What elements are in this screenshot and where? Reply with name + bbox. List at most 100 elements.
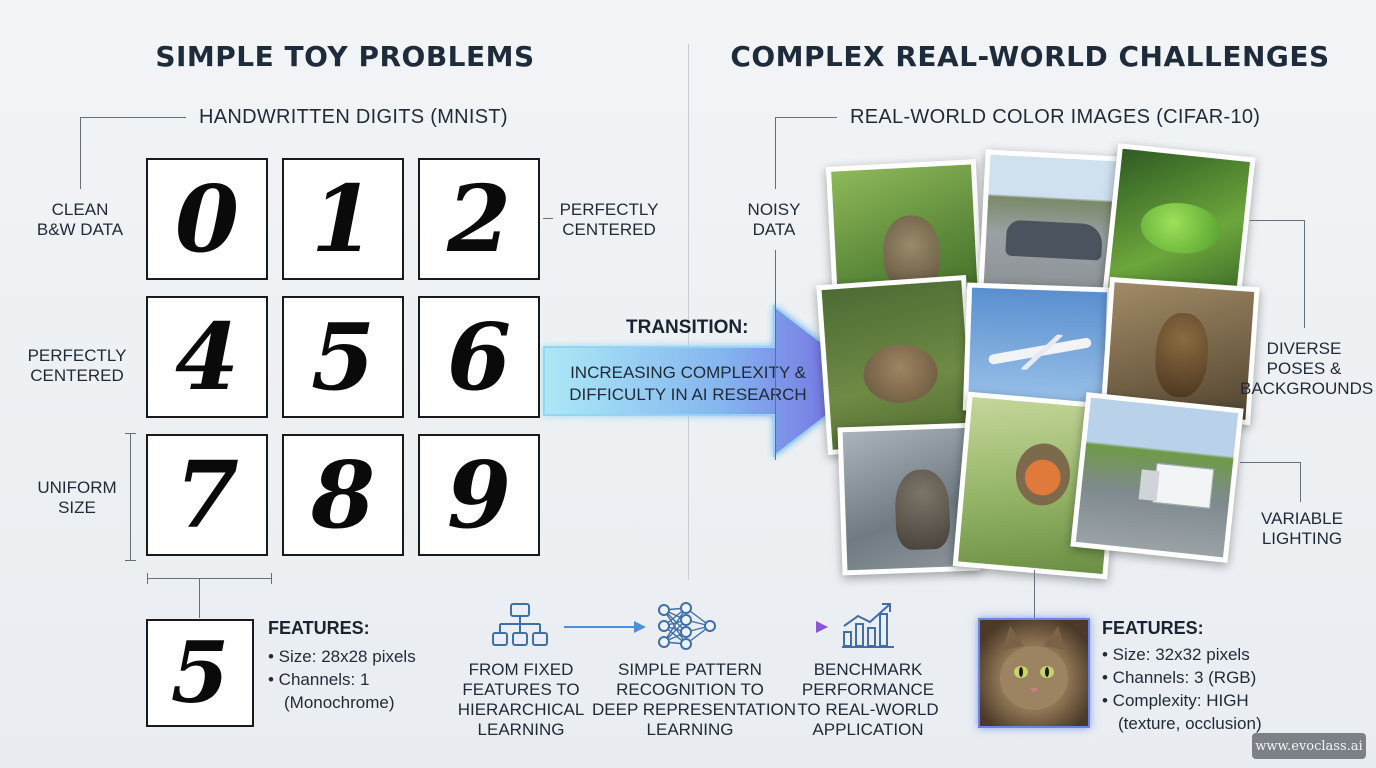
step-line: FEATURES TO	[462, 680, 580, 699]
leader-line	[199, 578, 200, 618]
feature-size: • Size: 32x32 pixels	[1102, 645, 1250, 664]
label-line: PERFECTLY	[27, 346, 127, 365]
step-line: PERFORMANCE	[801, 680, 935, 699]
label-line: CENTERED	[30, 366, 124, 385]
bar-chart-growth-icon	[842, 603, 894, 648]
size-bracket-vertical	[130, 433, 131, 560]
label-line: DIVERSE	[1266, 339, 1342, 358]
label-line: LIGHTING	[1261, 529, 1343, 548]
digit-glyph: 5	[170, 623, 230, 722]
label-line: POSES &	[1266, 359, 1342, 378]
left-features: FEATURES: • Size: 28x28 pixels • Channel…	[268, 618, 416, 714]
label-line: PERFECTLY	[559, 200, 659, 219]
step-line: BENCHMARK	[813, 660, 923, 679]
digit-tile: 6	[418, 296, 540, 418]
label-perfectly-centered-left: PERFECTLY CENTERED	[22, 346, 132, 386]
feature-channels: • Channels: 3 (RGB)	[1102, 668, 1257, 687]
leader-line	[543, 218, 553, 219]
step-arrow-2	[732, 621, 828, 633]
size-bracket-horizontal	[147, 573, 148, 584]
transition-arrow	[543, 303, 874, 459]
neural-network-icon	[658, 602, 716, 650]
leader-line	[1034, 570, 1035, 618]
leader-line	[1240, 462, 1300, 463]
digit-tile: 1	[282, 158, 404, 280]
features-heading: FEATURES:	[268, 618, 370, 638]
step-line: APPLICATION	[812, 720, 924, 739]
digit-glyph: 7	[174, 441, 239, 549]
transition-heading: TRANSITION:	[626, 317, 749, 338]
watermark-badge[interactable]: www.evoclass.ai	[1252, 733, 1366, 759]
transition-line: DIFFICULTY IN AI RESEARCH	[569, 385, 807, 404]
digit-tile: 9	[418, 434, 540, 556]
cat-face-icon	[1000, 626, 1068, 710]
digit-tile: 8	[282, 434, 404, 556]
label-uniform-size: UNIFORM SIZE	[28, 478, 126, 518]
left-title: SIMPLE TOY PROBLEMS	[155, 40, 535, 73]
label-line: UNIFORM	[37, 478, 117, 497]
digit-tile: 7	[146, 434, 268, 556]
label-clean-data: CLEAN B&W DATA	[30, 200, 130, 240]
digit-tile: 0	[146, 158, 268, 280]
step-line: DEEP REPRESENTATION	[592, 700, 797, 719]
digit-tile: 2	[418, 158, 540, 280]
label-variable-lighting: VARIABLE LIGHTING	[1250, 509, 1354, 549]
label-perfectly-centered-right: PERFECTLY CENTERED	[556, 200, 662, 240]
digit-glyph: 5	[310, 303, 375, 411]
label-line: DATA	[752, 220, 796, 239]
step-line: HIERARCHICAL	[457, 700, 585, 719]
digit-glyph: 8	[310, 441, 375, 549]
step-line: RECOGNITION TO	[616, 680, 764, 699]
feature-channels-note: (Monochrome)	[284, 693, 395, 712]
photo-truck	[1070, 392, 1244, 563]
leader-line	[775, 117, 837, 118]
sample-digit-tile: 5	[146, 619, 254, 727]
label-line: BACKGROUNDS	[1240, 379, 1374, 398]
right-features: FEATURES: • Size: 32x32 pixels • Channel…	[1102, 618, 1262, 735]
digit-glyph: 2	[446, 165, 511, 273]
section-divider	[688, 44, 689, 580]
feature-complexity: • Complexity: HIGH	[1102, 691, 1249, 710]
digit-glyph: 9	[446, 441, 511, 549]
step-label-3: BENCHMARK PERFORMANCE TO REAL-WORLD APPL…	[796, 660, 940, 740]
step-label-2: SIMPLE PATTERN RECOGNITION TO DEEP REPRE…	[592, 660, 797, 740]
feature-complexity-note: (texture, occlusion)	[1118, 714, 1262, 733]
label-line: B&W DATA	[36, 220, 124, 239]
leader-line	[80, 117, 81, 189]
left-subtitle: HANDWRITTEN DIGITS (MNIST)	[199, 106, 508, 128]
label-diverse-poses: DIVERSE POSES & BACKGROUNDS	[1240, 339, 1374, 399]
digit-glyph: 1	[310, 165, 375, 273]
feature-channels: • Channels: 1	[268, 670, 370, 689]
digit-tile: 4	[146, 296, 268, 418]
features-heading: FEATURES:	[1102, 618, 1204, 638]
step-label-1: FROM FIXED FEATURES TO HIERARCHICAL LEAR…	[452, 660, 590, 740]
leader-line	[775, 117, 776, 189]
label-line: SIZE	[58, 498, 96, 517]
right-title: COMPLEX REAL-WORLD CHALLENGES	[730, 40, 1330, 73]
size-bracket-horizontal	[147, 578, 271, 579]
feature-size: • Size: 28x28 pixels	[268, 647, 416, 666]
step-line: LEARNING	[477, 720, 565, 739]
leader-line	[1304, 220, 1305, 328]
step-line: TO REAL-WORLD	[797, 700, 939, 719]
leader-line	[1250, 220, 1304, 221]
digit-glyph: 6	[446, 303, 511, 411]
transition-line: INCREASING COMPLEXITY &	[570, 363, 806, 382]
leader-line	[80, 117, 186, 118]
label-line: NOISY	[747, 200, 801, 219]
size-bracket-horizontal	[271, 573, 272, 584]
transition-text: INCREASING COMPLEXITY & DIFFICULTY IN AI…	[548, 362, 828, 406]
digit-glyph: 0	[174, 165, 239, 273]
label-line: VARIABLE	[1261, 509, 1343, 528]
label-line: CLEAN	[51, 200, 109, 219]
step-line: FROM FIXED	[468, 660, 574, 679]
step-line: LEARNING	[646, 720, 734, 739]
digit-tile: 5	[282, 296, 404, 418]
sample-cat-image	[978, 618, 1090, 728]
label-line: CENTERED	[562, 220, 656, 239]
leader-line	[775, 250, 776, 460]
right-subtitle: REAL-WORLD COLOR IMAGES (CIFAR-10)	[850, 106, 1261, 128]
step-arrow-1	[564, 621, 646, 633]
hierarchy-icon	[492, 603, 548, 646]
digit-glyph: 4	[174, 303, 239, 411]
